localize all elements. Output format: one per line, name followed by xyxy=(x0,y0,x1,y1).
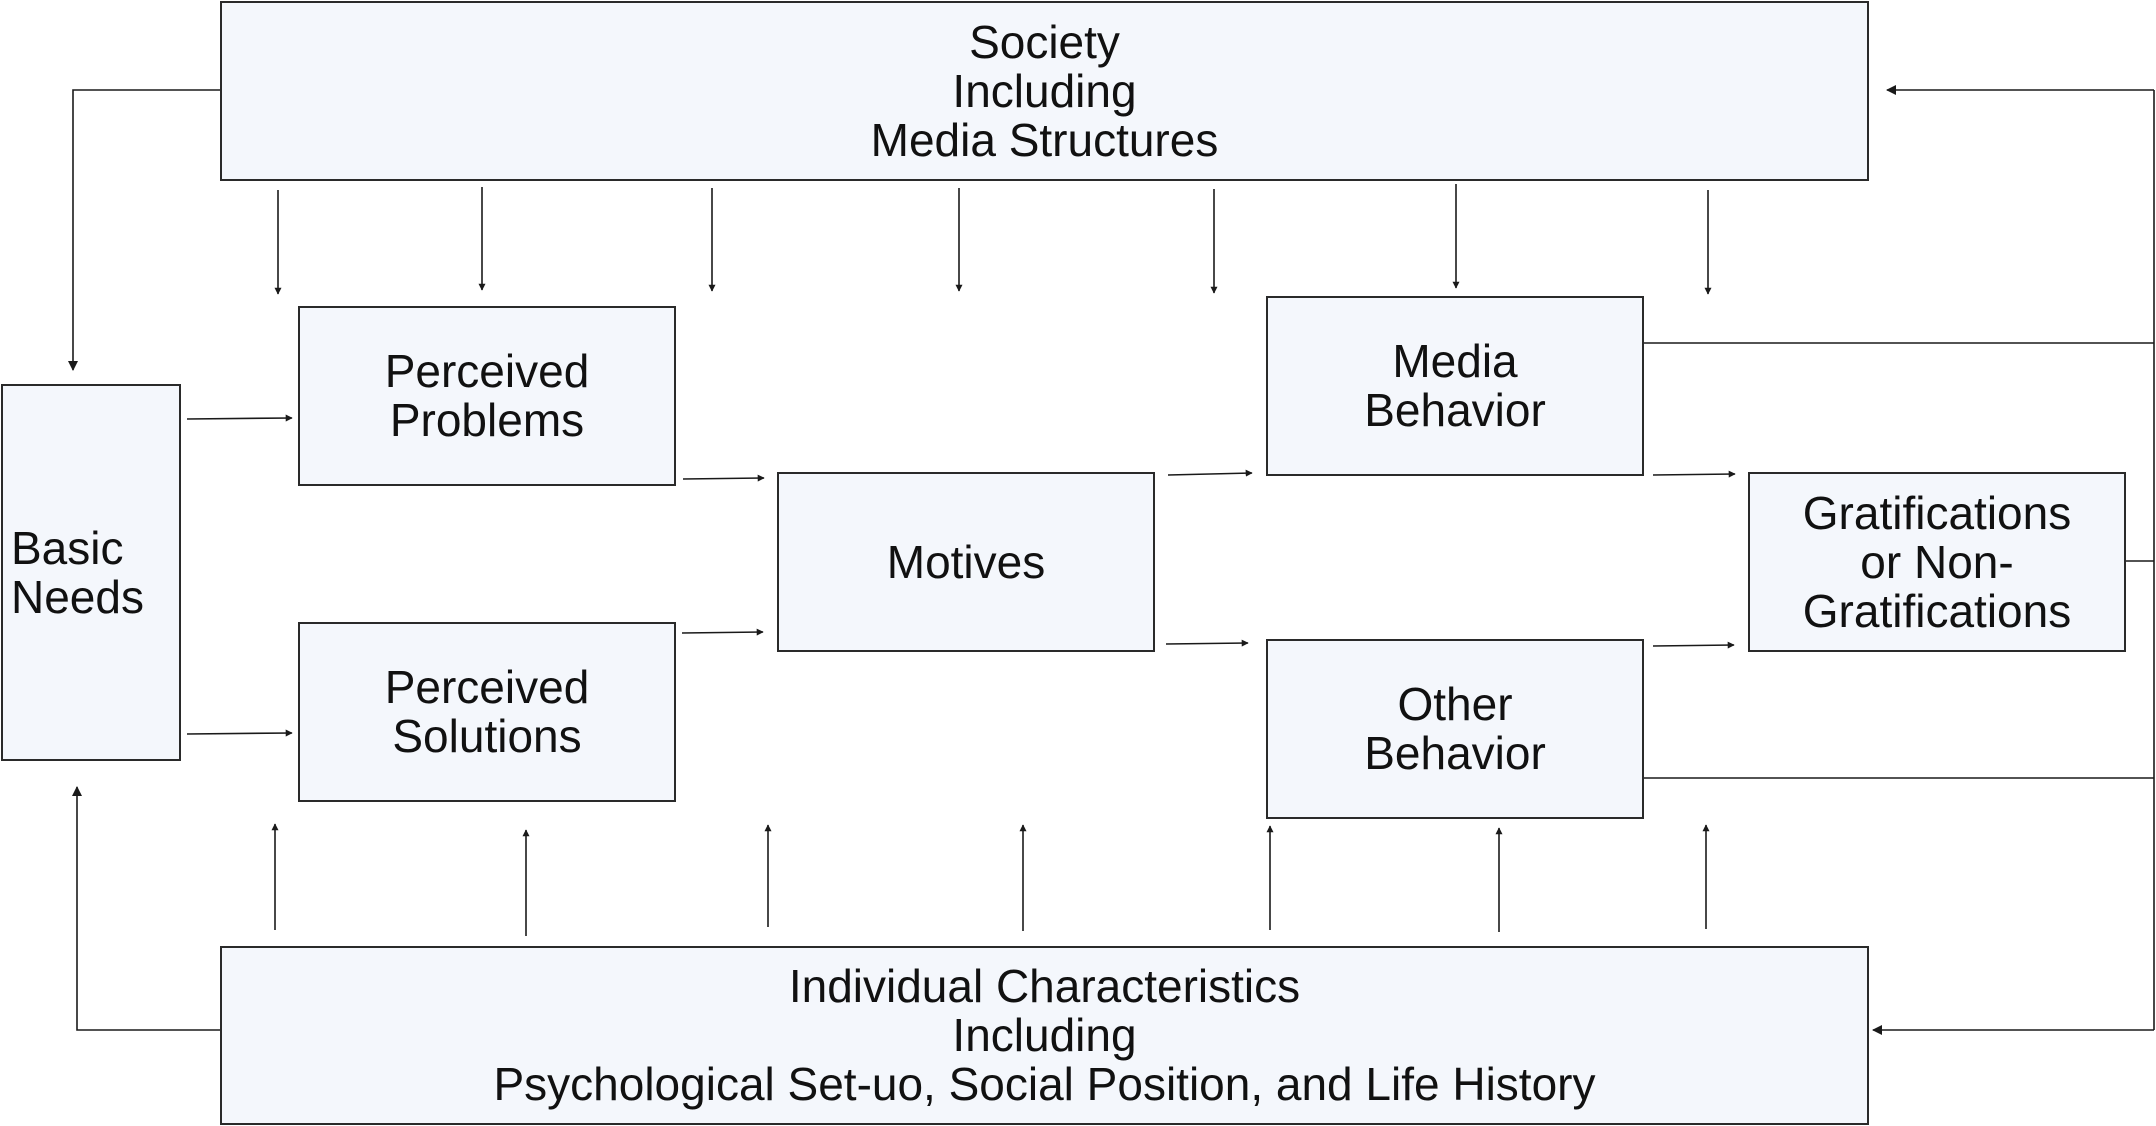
gratifications-line-2: or Non- xyxy=(1860,535,2014,588)
basic-needs-to-solutions-arrow xyxy=(186,729,293,737)
solutions-to-motives-arrow xyxy=(681,628,764,636)
media-behavior-line-1: Media xyxy=(1392,335,1518,387)
basic-needs-line-2: Needs xyxy=(11,570,144,623)
motives-to-media-behavior-arrow xyxy=(1167,469,1253,477)
other-behavior-line-1: Other xyxy=(1397,678,1513,730)
perceived-problems-line-1: Perceived xyxy=(384,345,590,397)
basic-needs-box: Basic Needs xyxy=(1,384,181,761)
individual-line-2: Including xyxy=(952,1009,1137,1061)
gratifications-line-1: Gratifications xyxy=(1802,486,2072,539)
motives-line-1: Motives xyxy=(886,535,1046,588)
perceived-problems-line-2: Problems xyxy=(389,394,585,446)
media-behavior-box: Media Behavior xyxy=(1266,296,1644,476)
perceived-solutions-line-1: Perceived xyxy=(384,661,590,713)
society-to-basic-needs-connector xyxy=(68,89,220,371)
other-behavior-to-gratifications-arrow xyxy=(1652,641,1735,649)
problems-to-motives-arrow xyxy=(682,474,765,482)
society-box: Society Including Media Structures xyxy=(220,1,1869,181)
gratifications-line-3: Gratifications xyxy=(1802,584,2072,637)
basic-needs-line-1: Basic xyxy=(11,521,124,574)
society-line-2: Including xyxy=(952,64,1137,117)
perceived-solutions-box: Perceived Solutions xyxy=(298,622,676,802)
individual-line-1: Individual Characteristics xyxy=(788,960,1301,1012)
motives-to-other-behavior-arrow xyxy=(1165,639,1249,647)
media-behavior-line-2: Behavior xyxy=(1364,384,1546,436)
other-behavior-line-2: Behavior xyxy=(1364,727,1546,779)
individual-line-3: Psychological Set-uo, Social Position, a… xyxy=(493,1058,1596,1110)
connector-group xyxy=(68,85,2155,1035)
other-behavior-box: Other Behavior xyxy=(1266,639,1644,819)
basic-needs-to-problems-arrow xyxy=(186,414,293,422)
individual-characteristics-box: Individual Characteristics Including Psy… xyxy=(220,946,1869,1125)
perceived-solutions-line-2: Solutions xyxy=(392,710,582,762)
media-behavior-to-gratifications-arrow xyxy=(1652,470,1736,478)
gratifications-box: Gratifications or Non- Gratifications xyxy=(1748,472,2126,652)
perceived-problems-box: Perceived Problems xyxy=(298,306,676,486)
individual-to-basic-needs-connector xyxy=(72,786,220,1031)
motives-box: Motives xyxy=(777,472,1155,652)
society-line-3: Media Structures xyxy=(870,113,1219,166)
society-line-1: Society xyxy=(969,15,1120,68)
